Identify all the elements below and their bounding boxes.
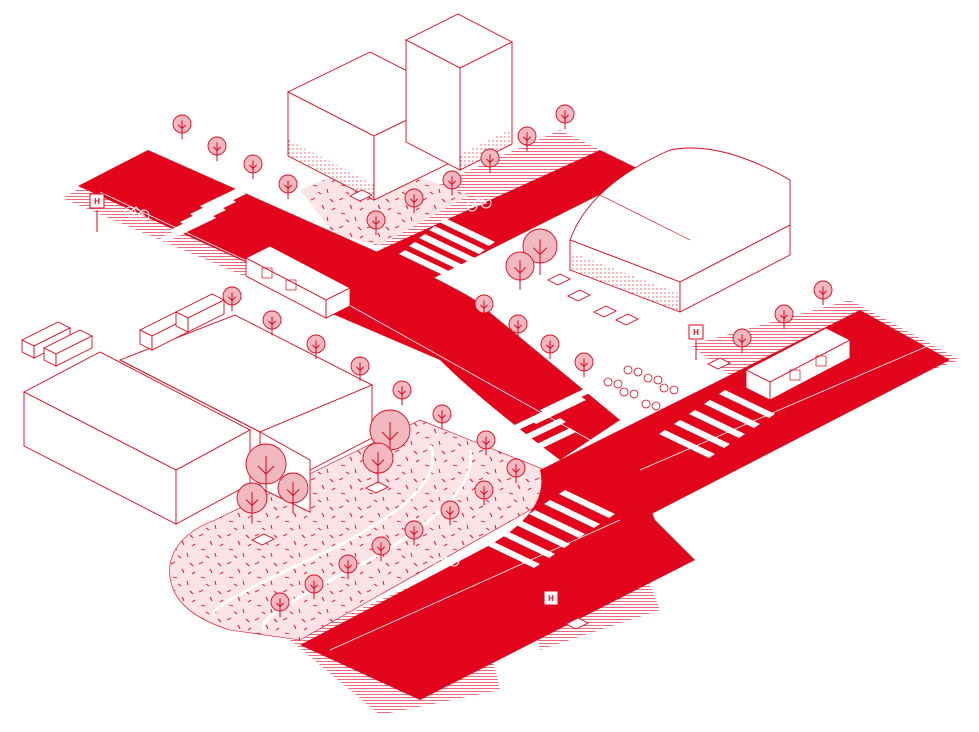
bus-stop-letter: H	[693, 328, 699, 337]
trucks	[20, 293, 226, 367]
arched-hall	[569, 147, 791, 313]
road-northwest	[78, 150, 400, 305]
truck-icon	[174, 293, 226, 333]
tree-icon	[540, 334, 560, 360]
bicycle-icon	[619, 387, 639, 399]
tree-icon	[517, 126, 537, 152]
benches	[250, 189, 732, 630]
bench-icon	[614, 313, 640, 326]
bicycle-icon	[434, 555, 460, 570]
bus-east	[745, 327, 851, 401]
tree-icon	[474, 480, 494, 506]
bicycle-icon	[466, 197, 492, 212]
tree-icon	[574, 352, 594, 378]
bus-stop-sign-icon: H	[543, 590, 559, 628]
tree-icon	[371, 536, 391, 562]
tree-icon	[440, 500, 460, 526]
bicycle-icon	[460, 404, 486, 419]
bicycle-icon	[124, 206, 150, 221]
tree-icon	[236, 482, 268, 524]
road-south	[300, 430, 695, 700]
tree-icon	[404, 188, 424, 214]
building-north-tall	[405, 13, 513, 171]
tree-icon	[522, 228, 558, 275]
tree-icon	[277, 472, 309, 514]
tree-icon	[506, 458, 526, 484]
truck-icon	[20, 321, 72, 359]
crosswalk-north	[399, 218, 495, 278]
crosswalk-south	[484, 490, 615, 568]
park-path-1	[212, 444, 435, 617]
crosswalks	[160, 182, 775, 568]
tree-icon	[392, 380, 412, 406]
bus-stop-letter: H	[548, 594, 554, 603]
tree-icon	[262, 310, 282, 336]
bicycle-icon	[623, 365, 643, 377]
bus-stop-sign-south: H	[543, 590, 559, 628]
tree-icon	[508, 314, 528, 340]
bus-icon	[245, 245, 351, 319]
tree-icon	[774, 304, 794, 330]
bicycle-icon	[643, 373, 663, 385]
bench-icon	[364, 481, 390, 494]
tree-icon	[172, 114, 192, 140]
road-marking-east	[639, 344, 931, 471]
truck-icon	[42, 329, 94, 367]
tree-icon	[270, 592, 290, 618]
park-area	[169, 419, 549, 641]
tree-icon	[366, 210, 386, 236]
road-diagonal	[300, 258, 620, 460]
tree-icon	[442, 170, 462, 196]
tree-icon	[505, 251, 535, 290]
tree-icon	[476, 430, 496, 456]
tree-icon	[404, 520, 424, 546]
bench-icon	[348, 189, 374, 202]
tree-icon	[222, 286, 242, 312]
bench-icon	[592, 305, 618, 318]
bus-stop-sign-icon: H	[688, 324, 704, 360]
tree-icon	[732, 328, 752, 354]
tree-icon	[304, 574, 324, 600]
bench-icon	[566, 289, 592, 302]
bike-parking	[603, 365, 679, 411]
bus-stop-sign-northwest: H	[89, 193, 105, 232]
bench-icon	[250, 533, 276, 546]
tree-icon	[813, 280, 833, 306]
tree-icon	[555, 104, 575, 130]
tree-icon	[362, 442, 394, 484]
tree-icon	[369, 409, 411, 464]
park-path-2	[261, 449, 473, 632]
tree-icon	[350, 356, 370, 382]
bench-icon	[564, 617, 590, 630]
park-ground	[169, 419, 549, 641]
crosswalk-center	[500, 386, 596, 456]
tree-icon	[480, 148, 500, 174]
bicycle-icon	[603, 377, 623, 389]
tree-icon	[338, 554, 358, 580]
tree-icon	[243, 154, 263, 180]
tree-icon	[207, 136, 227, 162]
crosswalk-east	[659, 390, 775, 458]
tree-icon	[432, 404, 452, 430]
warehouse-west	[23, 351, 251, 525]
trees	[172, 104, 833, 618]
bench-icon	[546, 273, 572, 286]
bicycles	[124, 197, 492, 570]
road-east	[560, 310, 950, 520]
tree-icon	[306, 334, 326, 360]
road-marking-south	[329, 519, 621, 651]
bench-icon	[706, 357, 732, 370]
bus-icon	[745, 327, 851, 401]
bus-west	[245, 245, 351, 319]
bus-stop-sign-icon: H	[89, 193, 105, 232]
bicycle-icon	[641, 399, 661, 411]
tree-icon	[474, 294, 494, 320]
tree-icon	[245, 443, 287, 498]
tree-icon	[278, 174, 298, 200]
bus-stop-sign-east: H	[688, 324, 704, 360]
crosswalk-northwest	[160, 182, 256, 242]
bus-stop-letter: H	[94, 197, 100, 206]
bicycle-icon	[659, 383, 679, 395]
